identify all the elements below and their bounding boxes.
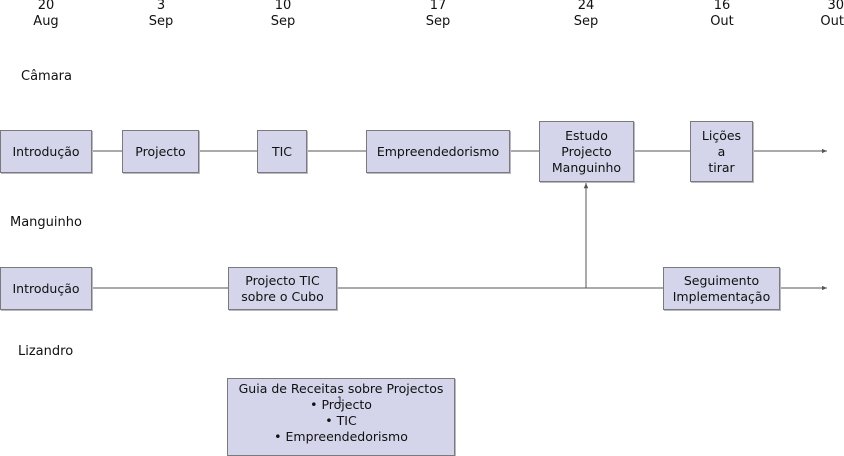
box-text: Empreendedorismo — [376, 143, 500, 159]
date-header-out-30: 30 Out — [790, 0, 844, 30]
guide-overlay-mark: 1 — [337, 396, 343, 406]
box-text: Manguinho — [551, 159, 622, 175]
guide-title: Guia de Receitas sobre Projectos — [238, 381, 444, 396]
manguinho-projecto-tic-cubo-box: Projecto TIC sobre o Cubo — [228, 267, 337, 310]
row-label-manguinho: Manguinho — [10, 215, 82, 230]
date-month: Sep — [270, 14, 296, 29]
date-day: 17 — [429, 0, 447, 13]
date-header-sep-3: 3 Sep — [131, 0, 191, 30]
box-text: Seguimento — [683, 272, 760, 288]
box-text: Projecto — [561, 143, 612, 159]
camara-estudo-projecto-manguinho-box: Estudo Projecto Manguinho — [539, 121, 634, 182]
manguinho-seguimento-implementacao-box: Seguimento Implementação — [663, 267, 780, 310]
box-text: tirar — [708, 159, 735, 175]
date-month: Aug — [33, 14, 59, 29]
box-text: TIC — [271, 143, 293, 159]
date-header-out-16: 16 Out — [692, 0, 752, 30]
camara-empreendedorismo-box: Empreendedorismo — [366, 130, 510, 173]
guide-item-empreendedorismo: • Empreendedorismo — [274, 429, 408, 444]
date-day: 30 — [827, 0, 844, 13]
box-text: Introdução — [12, 143, 80, 159]
camara-licoes-a-tirar-box: Lições a tirar — [690, 121, 753, 182]
date-day: 16 — [713, 0, 731, 13]
date-month: Out — [710, 14, 734, 29]
guide-item-projecto: • Projecto — [310, 397, 372, 412]
manguinho-introducao-box: Introdução — [0, 267, 92, 310]
camara-tic-box: TIC — [257, 130, 307, 173]
camara-projecto-box: Projecto — [122, 130, 199, 173]
date-header-sep-24: 24 Sep — [556, 0, 616, 30]
box-text: Estudo — [565, 127, 608, 143]
date-month: Sep — [148, 14, 174, 29]
box-text: Projecto TIC — [245, 272, 320, 288]
box-text: Introdução — [12, 280, 80, 296]
date-day: 3 — [156, 0, 166, 13]
box-text: Implementação — [672, 288, 771, 304]
box-text: sobre o Cubo — [241, 288, 324, 304]
box-text: a — [717, 143, 726, 159]
date-header-sep-17: 17 Sep — [408, 0, 468, 30]
date-day: 24 — [577, 0, 595, 13]
date-month: Sep — [425, 14, 451, 29]
date-header-aug-20: 20 Aug — [16, 0, 76, 30]
date-header-sep-10: 10 Sep — [253, 0, 313, 30]
lizandro-guia-receitas-box: Guia de Receitas sobre Projectos • Proje… — [227, 378, 455, 456]
camara-introducao-box: Introdução — [0, 130, 92, 173]
row-label-lizandro: Lizandro — [18, 344, 74, 359]
date-day: 10 — [274, 0, 292, 13]
box-text: Lições — [701, 127, 742, 143]
row-label-camara: Câmara — [21, 69, 72, 84]
date-month: Out — [820, 14, 844, 29]
date-day: 20 — [37, 0, 55, 13]
box-text: Projecto — [135, 143, 186, 159]
guide-item-tic: • TIC — [325, 413, 357, 428]
date-month: Sep — [573, 14, 599, 29]
